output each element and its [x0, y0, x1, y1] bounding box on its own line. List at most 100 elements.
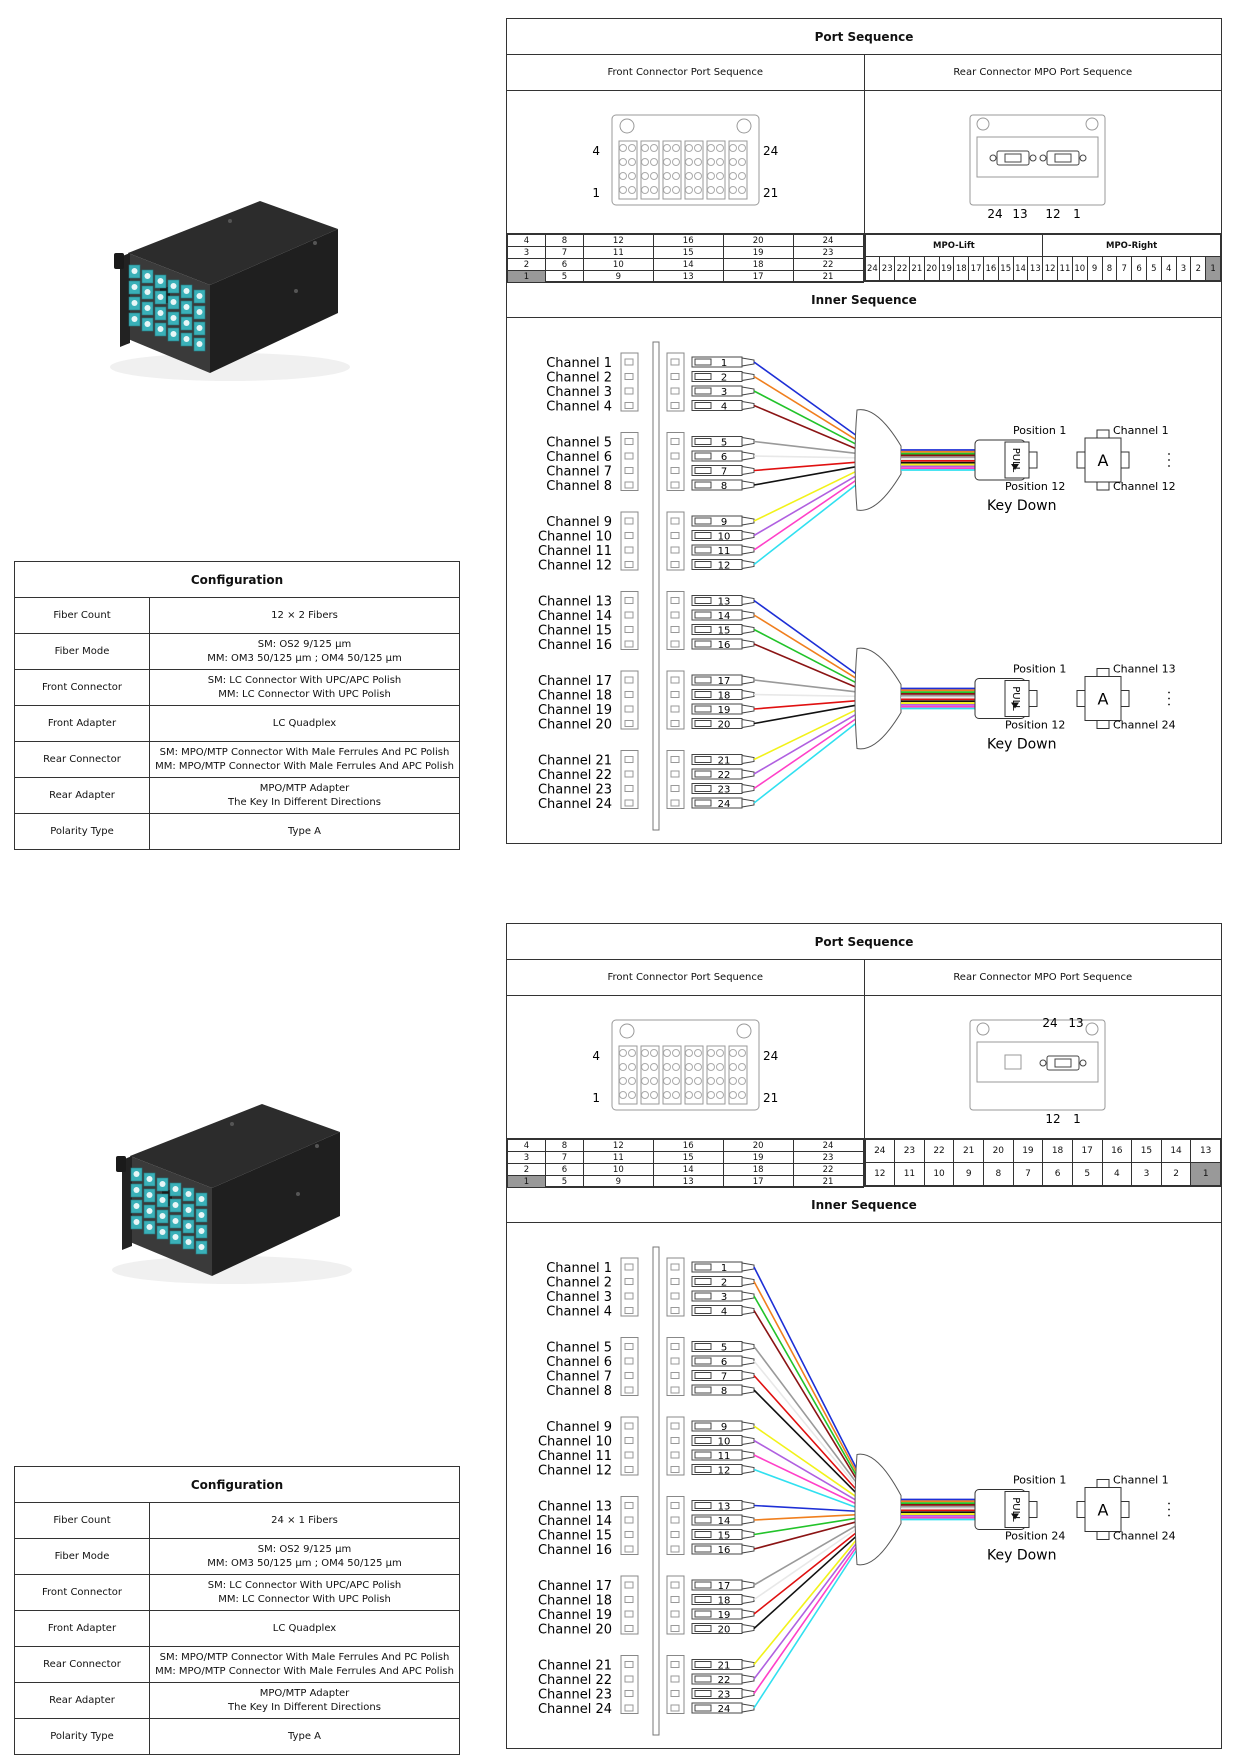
rear-seq-header: Rear Connector MPO Port Sequence — [953, 972, 1133, 983]
port-number: 18 — [718, 1596, 731, 1607]
port-number: 17 — [718, 1581, 731, 1592]
config-value-line: SM: MPO/MTP Connector With Male Ferrules… — [159, 746, 450, 758]
front-port-cell: 21 — [792, 1175, 864, 1188]
front-port-cell: 8 — [544, 234, 584, 247]
config-key: Front Adapter — [15, 706, 150, 741]
rear-port-cell: 11 — [1057, 256, 1073, 281]
position-last-label: Position 24 — [1005, 1530, 1065, 1543]
rear-label-1: 1 — [1073, 207, 1081, 221]
front-port-cell: 5 — [544, 1175, 584, 1188]
config-value-line: Type A — [288, 825, 321, 837]
rear-port-cell: 8 — [983, 1162, 1014, 1186]
port-number: 4 — [721, 402, 727, 413]
front-connector-drawing: 4 1 24 21 — [507, 996, 865, 1138]
port-number: 24 — [718, 799, 731, 810]
adapter-label: A — [1098, 690, 1109, 709]
position-first-label: Position 1 — [1013, 1474, 1066, 1487]
channel-label: Channel 9 — [546, 515, 612, 530]
front-port-cell: 3 — [507, 1151, 546, 1164]
rear-port-cell: 2 — [1160, 1162, 1192, 1186]
rear-label-13: 13 — [1012, 207, 1027, 221]
front-port-cell: 21 — [792, 270, 864, 283]
port-number: 13 — [718, 1502, 731, 1513]
port-sequence-panel-bottom: Port Sequence Front Connector Port Seque… — [506, 923, 1222, 1749]
port-number: 17 — [718, 676, 731, 687]
channel-label: Channel 18 — [538, 689, 612, 704]
front-port-cell: 11 — [582, 246, 654, 259]
rear-port-cell: 8 — [1101, 256, 1118, 281]
front-port-cell: 17 — [722, 270, 794, 283]
port-number: 6 — [721, 1357, 727, 1368]
port-number: 1 — [721, 358, 727, 369]
port-sequence-header: Port Sequence — [507, 924, 1221, 960]
front-port-cell: 14 — [652, 1163, 724, 1176]
config-row: Front Connector SM: LC Connector With UPC… — [15, 1575, 459, 1611]
channel-label: Channel 6 — [546, 1355, 612, 1370]
port-number: 23 — [718, 1690, 731, 1701]
channel-label: Channel 19 — [538, 703, 612, 718]
rear-port-cell: 13 — [1190, 1139, 1221, 1163]
config-value-line: 12 × 2 Fibers — [271, 609, 338, 621]
rear-port-cell: 23 — [894, 1139, 925, 1163]
port-number: 24 — [718, 1704, 731, 1715]
channel-label: Channel 3 — [546, 385, 612, 400]
mpo-left-label: MPO-Lift — [864, 234, 1044, 257]
front-port-cell: 7 — [544, 246, 584, 259]
front-port-cell: 15 — [652, 1151, 724, 1164]
port-number: 21 — [718, 1661, 731, 1672]
config-value-line: MM: LC Connector With UPC Polish — [218, 688, 391, 700]
front-port-cell: 16 — [652, 1139, 724, 1152]
front-port-cell: 10 — [582, 1163, 654, 1176]
front-connector-drawing: 4 1 24 21 — [507, 91, 865, 233]
config-key: Rear Adapter — [15, 1683, 150, 1718]
front-label-4: 4 — [592, 144, 600, 158]
config-value-line: The Key In Different Directions — [228, 796, 381, 808]
front-port-cell: 6 — [544, 258, 584, 271]
port-sequence-header: Port Sequence — [507, 19, 1221, 55]
port-number: 11 — [718, 546, 731, 557]
config-value-line: MPO/MTP Adapter — [259, 1687, 350, 1699]
port-number: 10 — [718, 1437, 731, 1448]
inner-sequence-header: Inner Sequence — [507, 1187, 1221, 1223]
port-number: 18 — [718, 691, 731, 702]
rear-port-cell: 3 — [1175, 256, 1192, 281]
port-number: 5 — [721, 1343, 727, 1354]
front-port-cell: 20 — [722, 234, 794, 247]
rear-port-cell: 17 — [968, 256, 984, 281]
rear-port-cell: 19 — [938, 256, 955, 281]
channel-label: Channel 13 — [538, 595, 612, 610]
front-port-cell: 17 — [722, 1175, 794, 1188]
port-number: 9 — [721, 517, 727, 528]
config-key: Front Connector — [15, 1575, 150, 1610]
channel-label: Channel 14 — [538, 609, 612, 624]
rear-seq-header: Rear Connector MPO Port Sequence — [953, 67, 1133, 78]
front-label-21: 21 — [763, 186, 778, 200]
rear-port-cell: 7 — [1116, 256, 1133, 281]
channel-label: Channel 22 — [538, 768, 612, 783]
port-number: 12 — [718, 1466, 731, 1477]
rear-label-12: 12 — [1045, 1112, 1060, 1126]
adapter-label: A — [1098, 451, 1109, 470]
position-first-label: Position 1 — [1013, 424, 1066, 437]
front-port-cell: 18 — [722, 1163, 794, 1176]
channel-label: Channel 6 — [546, 450, 612, 465]
port-number: 19 — [718, 1610, 731, 1621]
config-value-line: MPO/MTP Adapter — [259, 782, 350, 794]
config-value-line: SM: LC Connector With UPC/APC Polish — [207, 1579, 402, 1591]
channel-first-label: Channel 1 — [1113, 1474, 1169, 1487]
port-number: 2 — [721, 1278, 727, 1289]
front-port-cell: 6 — [544, 1163, 584, 1176]
rear-port-cell: 1 — [1205, 256, 1221, 281]
rear-port-cell: 19 — [1012, 1139, 1044, 1163]
config-key: Front Adapter — [15, 1611, 150, 1646]
config-key: Rear Connector — [15, 1647, 150, 1682]
port-number: 5 — [721, 438, 727, 449]
config-value-line: MM: OM3 50/125 μm ; OM4 50/125 μm — [207, 652, 402, 664]
channel-label: Channel 16 — [538, 1543, 612, 1558]
